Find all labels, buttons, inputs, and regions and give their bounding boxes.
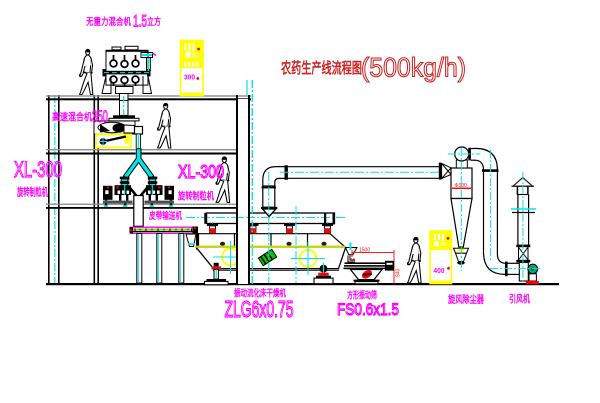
svg-text:ZLG6x0.75: ZLG6x0.75 [225,296,294,322]
svg-text:方形振动筛: 方形振动筛 [347,290,377,302]
svg-text:XL-300: XL-300 [14,157,62,182]
svg-text:旋转制粒机: 旋转制粒机 [16,186,48,199]
svg-text:15: 15 [351,257,357,262]
svg-text:300: 300 [184,73,195,82]
svg-text:400: 400 [434,266,445,275]
svg-text:农药生产线流程图: 农药生产线流程图 [280,59,362,77]
svg-text:振动流化床干燥机: 振动流化床干燥机 [234,288,286,300]
svg-text:引风机: 引风机 [509,293,530,306]
svg-text:皮带输送机: 皮带输送机 [148,210,182,222]
svg-text:旋风除尘器: 旋风除尘器 [447,293,484,306]
svg-text:高速混合机: 高速混合机 [52,111,92,124]
svg-text:540: 540 [396,268,402,277]
svg-text:无重力混合机: 无重力混合机 [85,16,131,28]
svg-text:350: 350 [92,107,108,126]
svg-text:1.5: 1.5 [133,12,147,31]
svg-text:立方: 立方 [147,16,161,28]
svg-text:FS0.6x1.5: FS0.6x1.5 [337,300,399,319]
svg-text:XL-300: XL-300 [178,162,224,182]
svg-text:(500kg/h): (500kg/h) [361,53,466,83]
svg-text:Φ300: Φ300 [455,183,468,189]
svg-text:旋转制粒机: 旋转制粒机 [177,190,214,203]
svg-text:1500: 1500 [359,248,370,254]
